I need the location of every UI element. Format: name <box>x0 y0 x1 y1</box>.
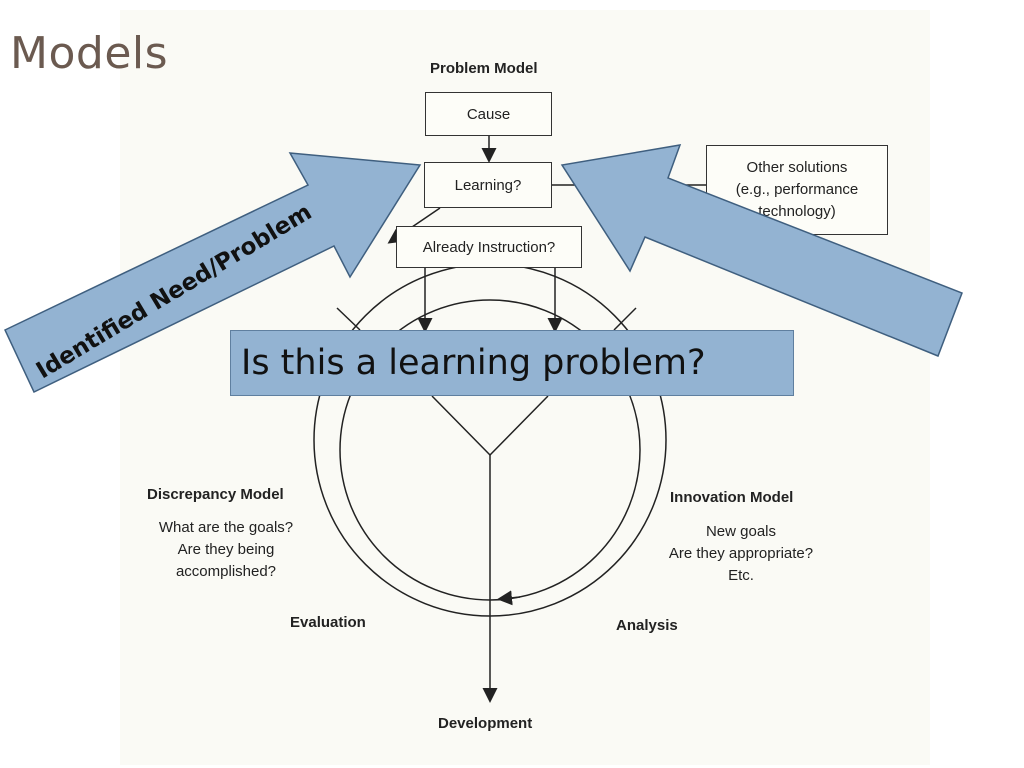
innovation-line-3: Etc. <box>728 567 754 584</box>
y-left <box>431 395 491 456</box>
innovation-model-text: New goals Are they appropriate? Etc. <box>650 521 832 587</box>
innovation-line-1: New goals <box>705 523 777 540</box>
learning-problem-banner: Is this a learning problem? <box>230 330 794 396</box>
slide-title: Models <box>10 28 169 79</box>
learning-label: Learning? <box>454 176 522 194</box>
other-solutions-line-3: technology) <box>758 203 836 220</box>
evaluation-label: Evaluation <box>290 614 366 631</box>
discrepancy-model-text: What are the goals? Are they being accom… <box>140 517 312 583</box>
innovation-model-title: Innovation Model <box>670 489 794 506</box>
other-solutions-line-2: (e.g., performance <box>735 181 859 198</box>
analysis-label: Analysis <box>616 617 678 634</box>
cause-box: Cause <box>425 92 552 136</box>
cause-label: Cause <box>466 105 511 123</box>
development-label: Development <box>438 715 533 732</box>
right-big-arrow <box>560 144 963 357</box>
problem-model-title: Problem Model <box>430 60 538 77</box>
discrepancy-model-title: Discrepancy Model <box>147 486 284 503</box>
discrepancy-line-3: accomplished? <box>175 563 277 580</box>
already-instruction-label: Already Instruction? <box>422 238 556 256</box>
innovation-line-2: Are they appropriate? <box>668 545 814 562</box>
diag-top-right <box>613 307 637 331</box>
circle-arrow <box>497 590 521 606</box>
discrepancy-line-2: Are they being <box>177 541 275 558</box>
already-instruction-box: Already Instruction? <box>396 226 582 268</box>
y-right <box>489 395 549 456</box>
other-solutions-line-1: Other solutions <box>746 159 848 176</box>
diag-top-left <box>336 307 361 331</box>
left-big-arrow <box>4 152 422 394</box>
discrepancy-line-1: What are the goals? <box>158 519 294 536</box>
learning-box: Learning? <box>424 162 552 208</box>
